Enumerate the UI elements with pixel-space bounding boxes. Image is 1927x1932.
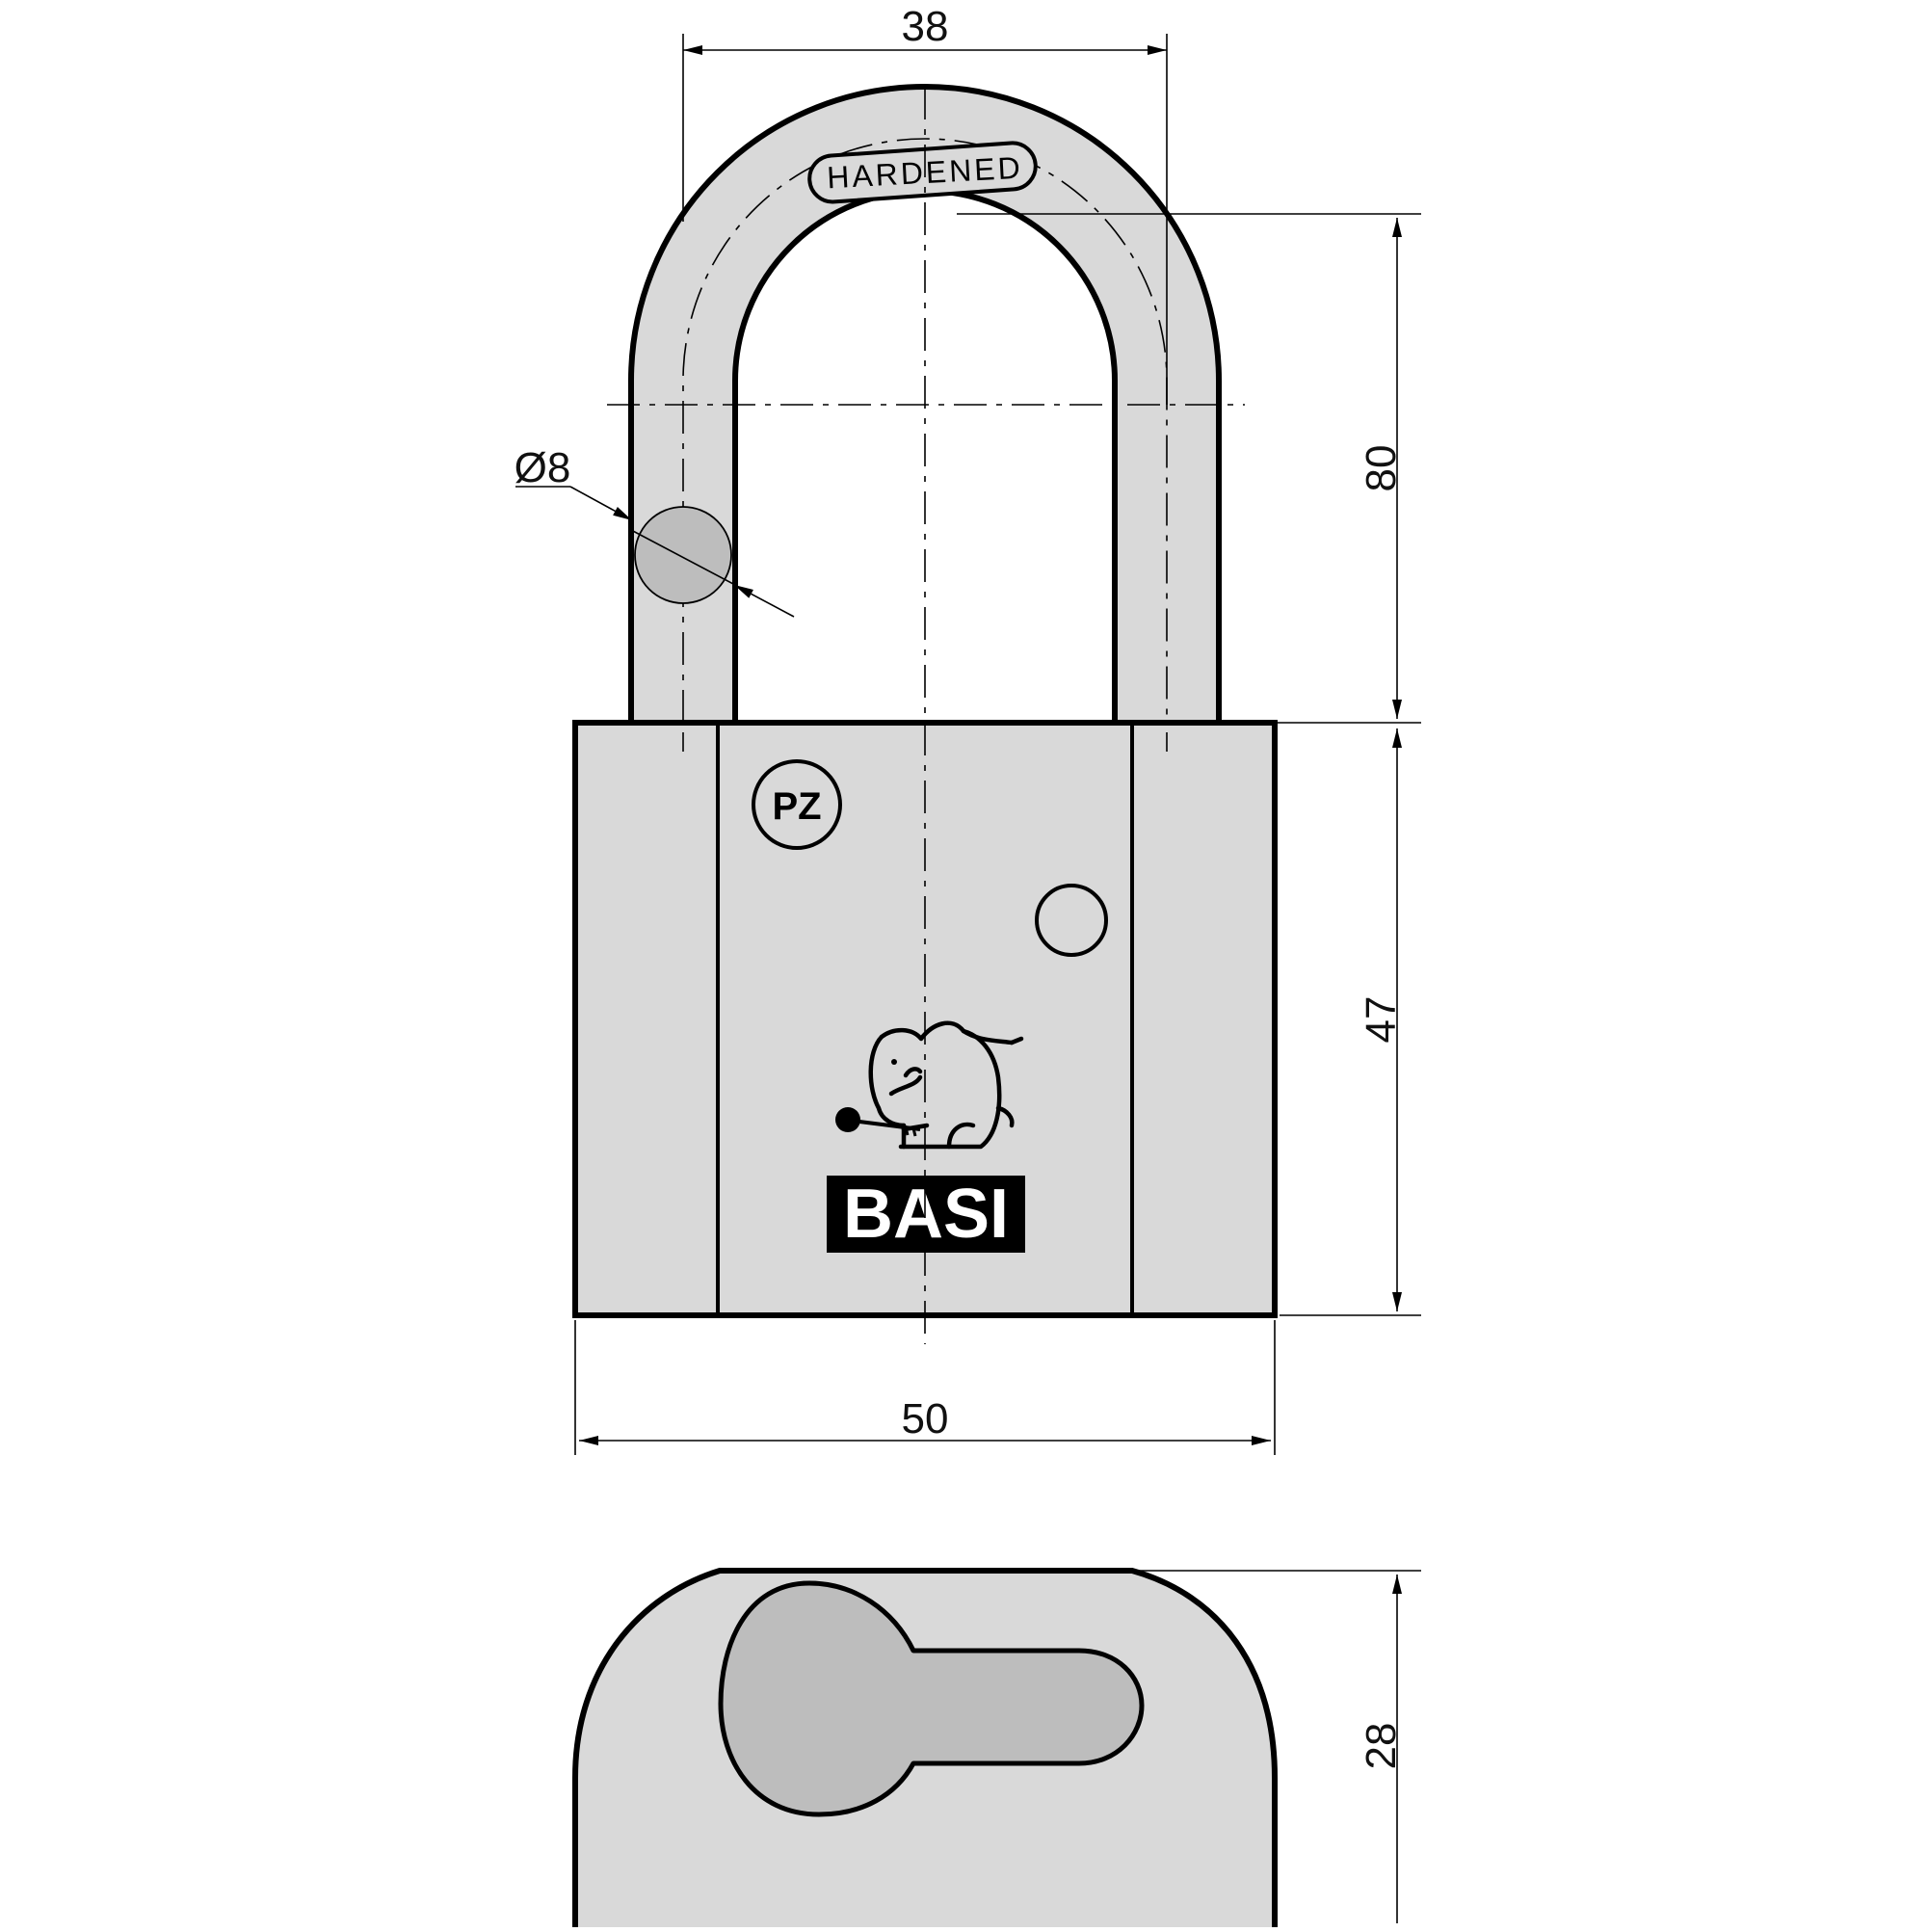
dimension-shackle-diameter: Ø8 (515, 444, 795, 618)
dimension-body-height: 47 (1280, 728, 1421, 1316)
shackle-centerline (682, 138, 1168, 723)
dim-28-label: 28 (1358, 1723, 1405, 1770)
dim-50-label: 50 (902, 1395, 949, 1442)
brand-label: BASI (843, 1176, 1009, 1253)
dim-80-label: 80 (1358, 445, 1405, 492)
dimension-body-width: 50 (574, 1320, 1276, 1455)
elephant-logo-icon (868, 1020, 1024, 1150)
bottom-section-view (572, 1568, 1278, 1927)
dimension-shackle-span: 38 (682, 3, 1168, 405)
brand-logo: BASI (827, 1176, 1025, 1253)
shackle-section-circle (634, 506, 732, 604)
dimension-body-depth: 28 (1137, 1570, 1421, 1923)
shackle-body (628, 84, 1222, 726)
pz-label: PZ (772, 785, 821, 828)
dimension-shackle-height: 80 (957, 213, 1421, 724)
key-icon (835, 1107, 921, 1137)
pz-badge: PZ (752, 759, 842, 850)
dim-47-label: 47 (1358, 996, 1405, 1044)
dim-38-label: 38 (902, 3, 949, 50)
keyway-cutout (718, 1580, 1145, 1817)
dim-diameter-label: Ø8 (515, 444, 571, 491)
body-rivet (1035, 884, 1108, 957)
center-lines (607, 87, 1245, 1344)
